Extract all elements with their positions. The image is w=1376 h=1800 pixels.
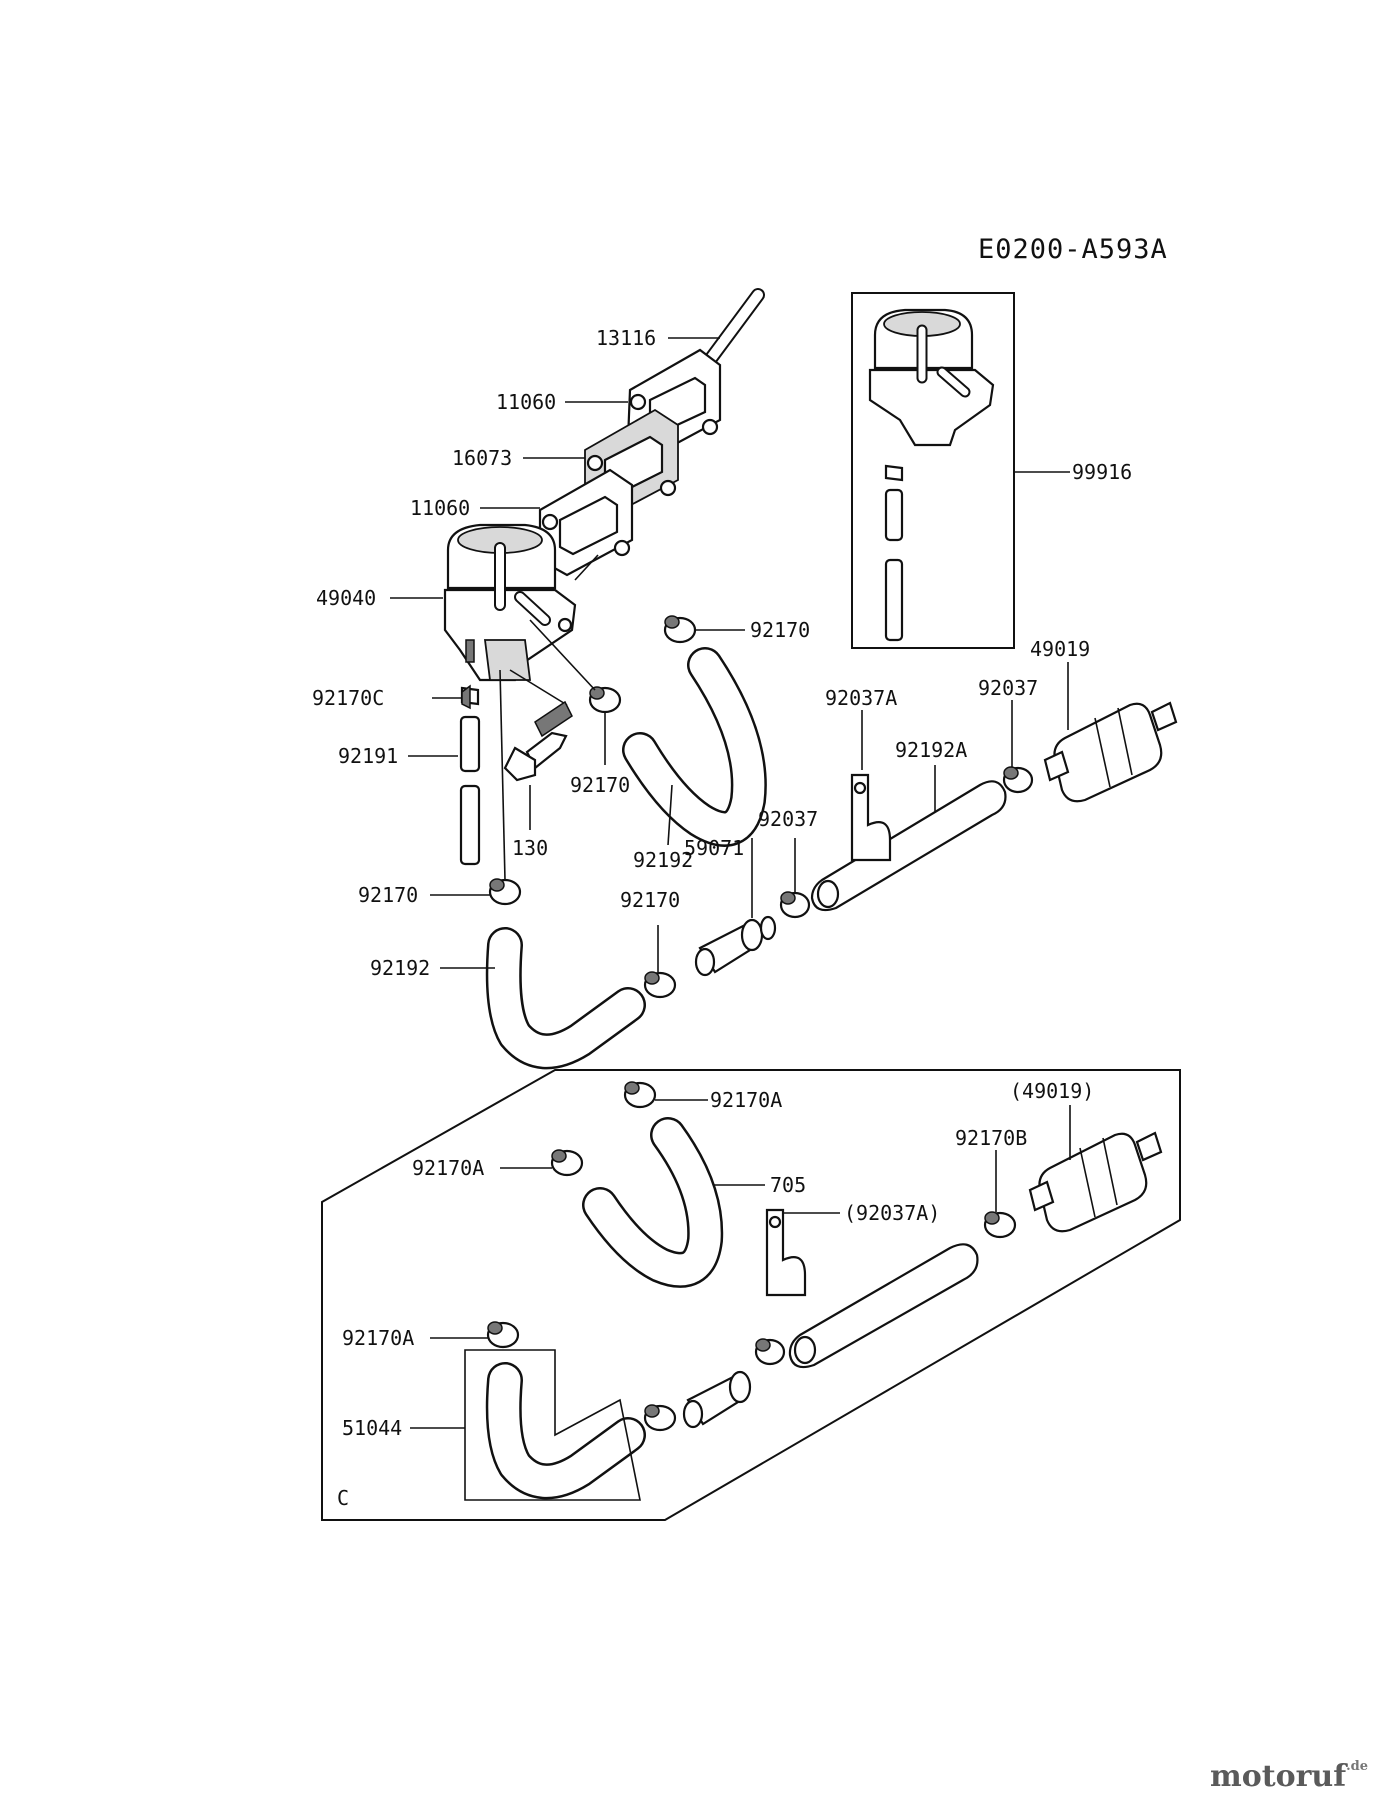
lower-fittings	[643, 1338, 786, 1432]
callout-92170-low: 92170	[358, 883, 418, 907]
watermark-brand: motoruf	[1209, 1759, 1347, 1794]
callout-92192-low: 92192	[370, 956, 430, 980]
callout-92191: 92191	[338, 744, 398, 768]
hose-long-lower	[788, 1243, 979, 1369]
diagram-code: E0200-A593A	[978, 234, 1168, 265]
clamp-92170-low	[430, 669, 522, 906]
callout-130: 130	[512, 836, 548, 860]
tube-92191	[408, 715, 481, 866]
callout-92170a-lower: 92170A	[342, 1326, 414, 1350]
callout-49040: 49040	[316, 586, 376, 610]
clamp-92170a-lower	[430, 1321, 520, 1349]
clamp-92037-mid	[779, 838, 811, 919]
callout-92192a: 92192A	[895, 738, 967, 762]
callout-11060-top: 11060	[496, 390, 556, 414]
callout-92192-mid: 92192	[633, 848, 693, 872]
callout-49019-paren: (49019)	[1010, 1079, 1094, 1103]
clamp-92170-mid	[529, 619, 622, 765]
hose-705	[582, 1117, 765, 1288]
hose-92192-upper	[622, 647, 767, 847]
fuel-filter-49019-lower	[1028, 1105, 1163, 1233]
bolt-130	[503, 700, 573, 830]
clamp-92170-top	[663, 615, 745, 644]
watermark-tld: .de	[1346, 1759, 1368, 1774]
callout-section-c: C	[337, 1486, 349, 1510]
watermark: motoruf.de	[1210, 1759, 1368, 1794]
callout-92037-right: 92037	[978, 676, 1038, 700]
clip-92037a-lower	[765, 1208, 840, 1297]
callout-59071: 59071	[684, 836, 744, 860]
clamp-92170-lowr	[643, 925, 677, 999]
gasket-11060-lower	[480, 468, 634, 581]
hose-92192-lower	[440, 927, 646, 1070]
strainer-59071	[694, 838, 777, 977]
callout-49019: 49019	[1030, 637, 1090, 661]
clip-92170c	[432, 684, 480, 710]
assembly-99916-box	[851, 292, 1070, 649]
clamp-92170a-left	[500, 1149, 584, 1177]
callout-92170a-top: 92170A	[710, 1088, 782, 1112]
callout-92170-mid: 92170	[570, 773, 630, 797]
clamp-92170a-top	[623, 1081, 708, 1109]
hose-92192a	[810, 765, 1007, 912]
callout-92170-lowr: 92170	[620, 888, 680, 912]
clamp-92170b	[983, 1150, 1017, 1239]
callout-51044: 51044	[342, 1416, 402, 1440]
section-c-frame	[321, 1069, 1181, 1521]
callout-92037a-paren: (92037A)	[844, 1201, 940, 1225]
callout-92170a-left: 92170A	[412, 1156, 484, 1180]
callout-16073: 16073	[452, 446, 512, 470]
callout-705: 705	[770, 1173, 806, 1197]
callout-13116: 13116	[596, 326, 656, 350]
clip-92037a	[850, 710, 892, 862]
callout-92037-mid: 92037	[758, 807, 818, 831]
callout-11060-lower: 11060	[410, 496, 470, 520]
callout-92170b: 92170B	[955, 1126, 1027, 1150]
callout-99916: 99916	[1072, 460, 1132, 484]
fuel-filter-49019	[1043, 662, 1178, 803]
callout-92037a: 92037A	[825, 686, 897, 710]
fuel-pump-49040	[390, 523, 577, 706]
clamp-92037-right	[1002, 700, 1034, 794]
callout-92170c: 92170C	[312, 686, 384, 710]
hose-51044	[410, 1349, 646, 1501]
callout-92170-top: 92170	[750, 618, 810, 642]
